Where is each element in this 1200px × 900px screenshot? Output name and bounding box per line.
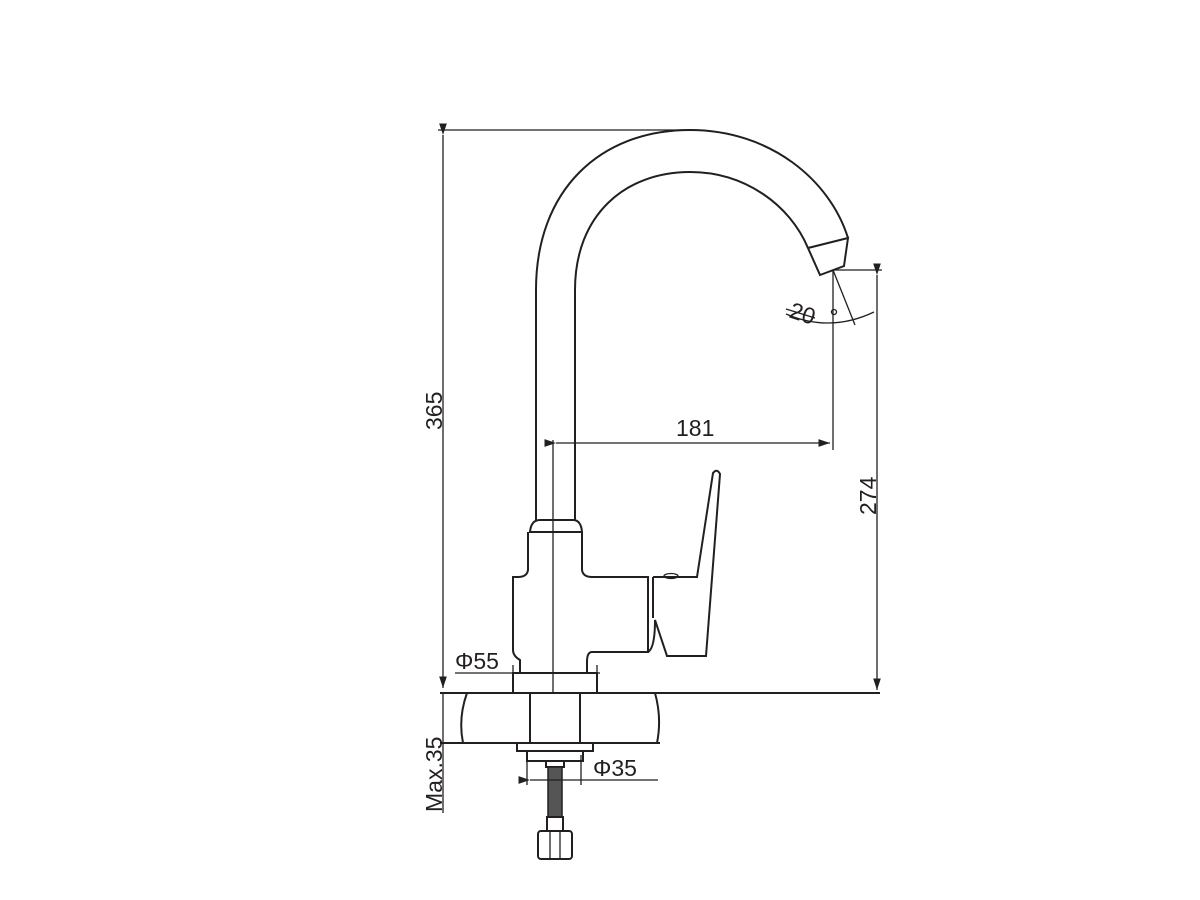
dimension-phi35-label: Φ35 [593, 755, 637, 781]
dimension-spout-reach: 181 [544, 270, 834, 450]
dimension-swivel-angle: 20 [785, 269, 875, 330]
dimension-274-label: 274 [855, 476, 881, 515]
dimension-spout-height: 274 [833, 263, 882, 690]
dimension-181-label: 181 [676, 415, 714, 441]
base-flange [512, 672, 598, 694]
dimension-base-diameter: Φ55 [455, 648, 600, 693]
dimension-total-height: 365 [421, 123, 690, 688]
faucet-body [512, 519, 654, 672]
dimension-phi55-label: Φ55 [455, 648, 499, 674]
dimension-365-label: 365 [421, 392, 447, 430]
dimension-20-label: 20 [786, 297, 818, 330]
lever-handle [647, 469, 722, 657]
dimension-shank-diameter: Φ35 [518, 755, 658, 785]
dimension-counter-thickness: Max.35 [421, 693, 447, 813]
countertop-section [440, 692, 880, 744]
dimension-max35-label: Max.35 [421, 737, 447, 812]
